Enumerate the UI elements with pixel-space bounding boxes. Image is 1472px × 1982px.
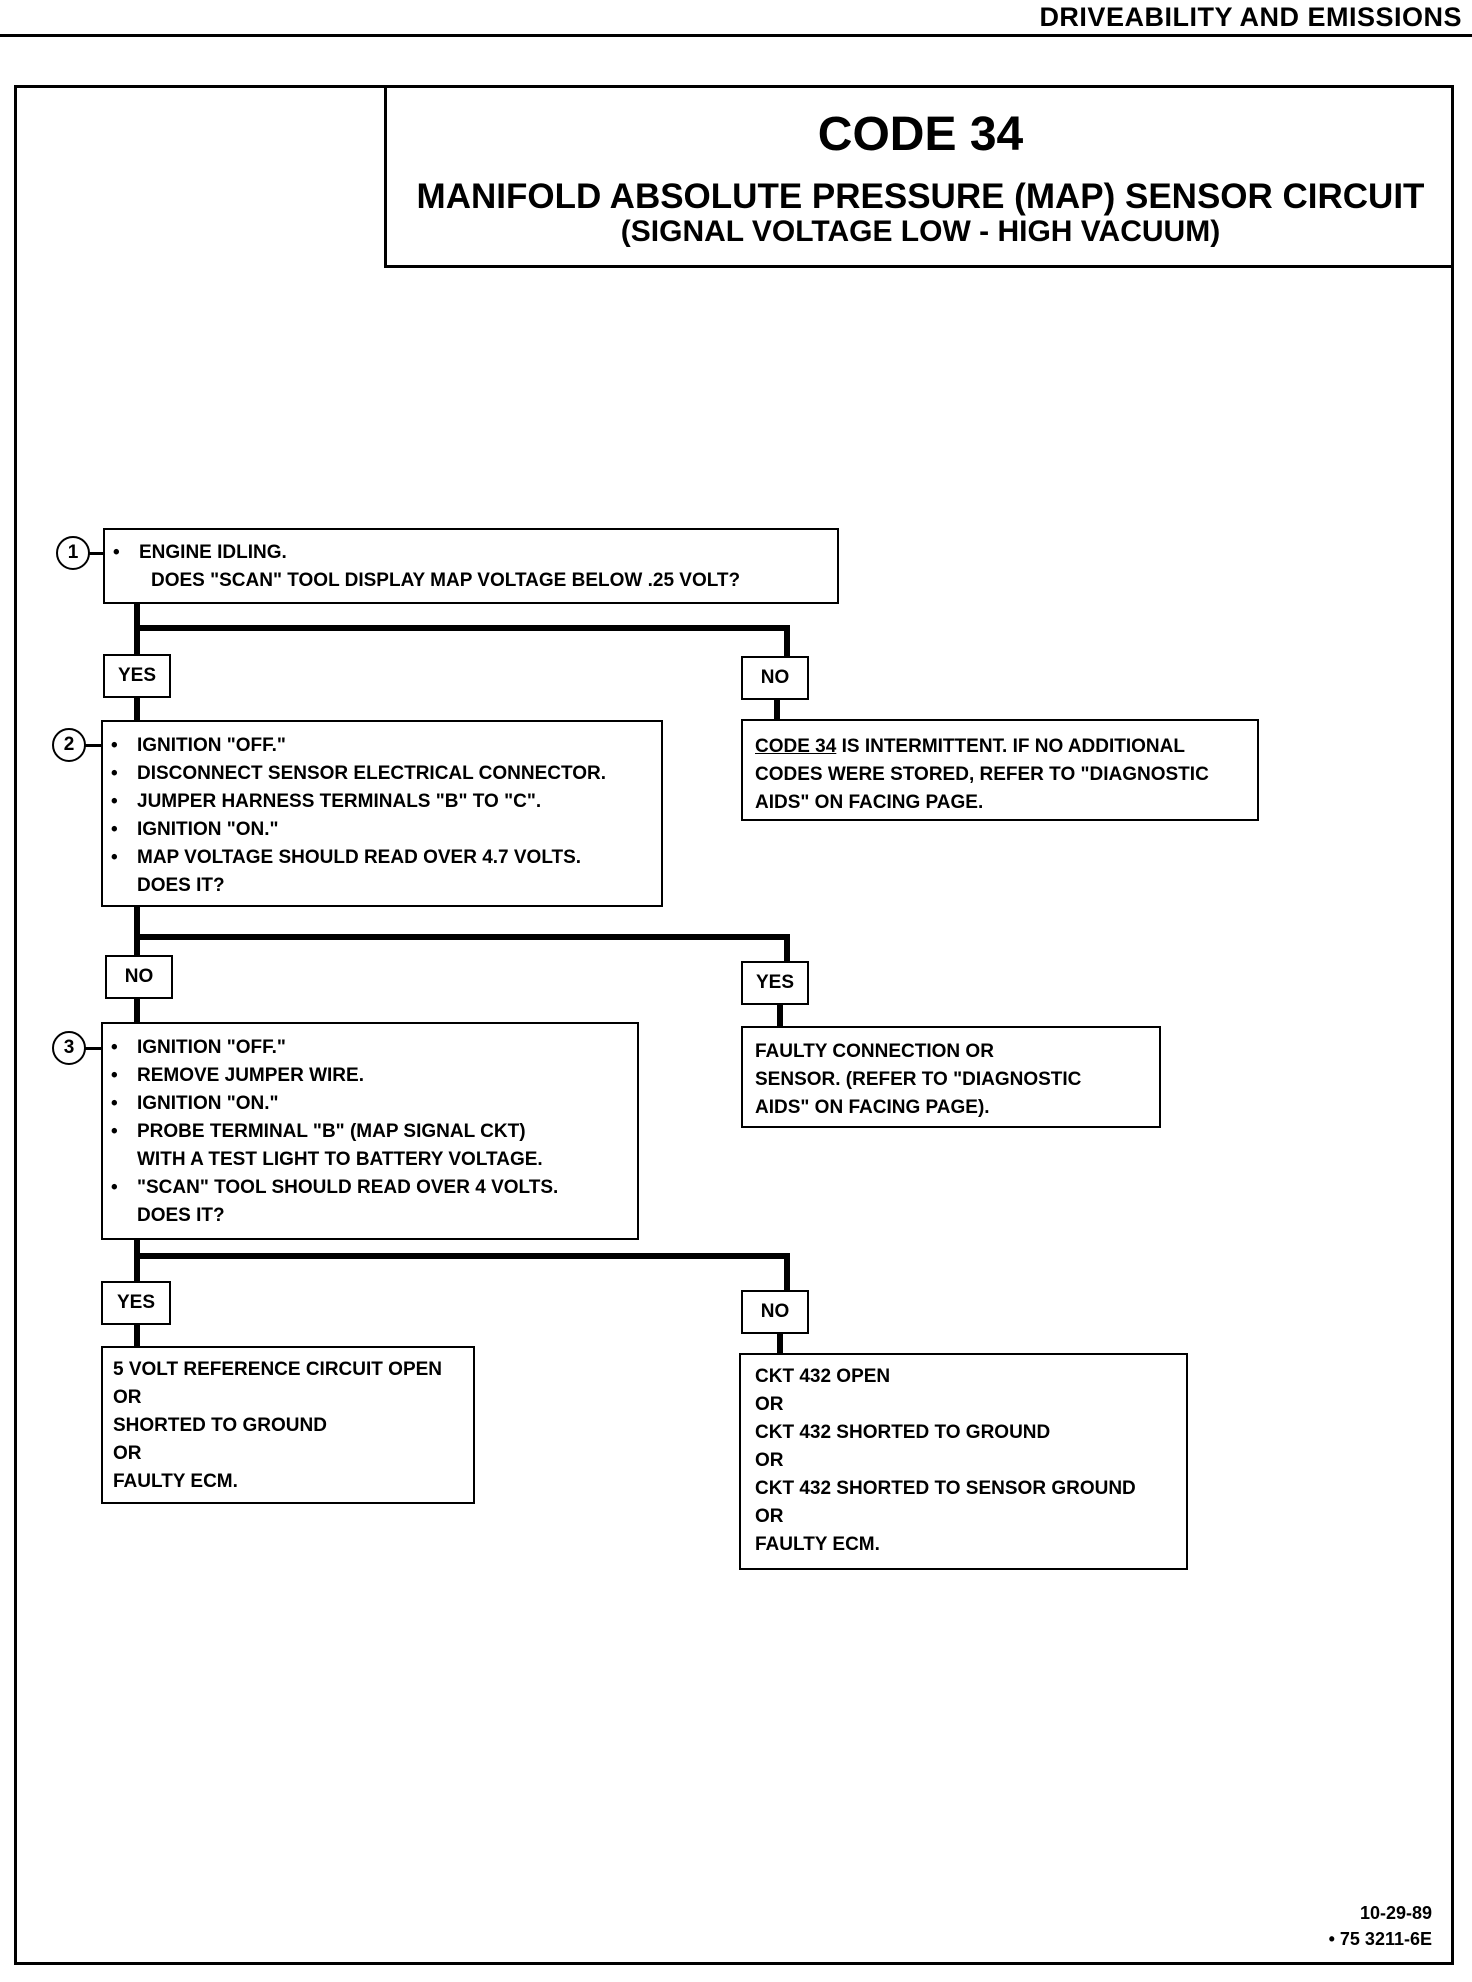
result-line: SHORTED TO GROUND xyxy=(113,1415,327,1436)
step-3-list: "SCAN" TOOL SHOULD READ OVER 4 VOLTS. xyxy=(103,1174,637,1202)
code-title: CODE 34 xyxy=(817,108,1024,161)
footer-date: 10-29-89 xyxy=(1359,1903,1432,1923)
branch-no-label: NO xyxy=(105,955,173,999)
result-line: SENSOR. (REFER TO "DIAGNOSTIC xyxy=(755,1069,1082,1090)
branch-yes-label: YES xyxy=(741,961,809,1005)
step-1-list: ENGINE IDLING. xyxy=(105,539,837,567)
step-3-item: IGNITION "OFF." xyxy=(103,1034,637,1062)
connector-line xyxy=(85,744,102,747)
header-rule xyxy=(0,34,1472,37)
title-block: CODE 34 MANIFOLD ABSOLUTE PRESSURE (MAP)… xyxy=(384,85,1454,268)
result-line: FAULTY ECM. xyxy=(755,1534,880,1555)
connector-line xyxy=(784,625,790,658)
result-line: FAULTY CONNECTION OR xyxy=(755,1041,994,1062)
step-2-list: IGNITION "OFF." DISCONNECT SENSOR ELECTR… xyxy=(103,732,661,872)
result-line: OR xyxy=(755,1394,784,1415)
result-line: AIDS" ON FACING PAGE. xyxy=(755,792,984,813)
result-line: OR xyxy=(755,1450,784,1471)
step-3-question: DOES IT? xyxy=(137,1205,225,1226)
step-3-list: IGNITION "OFF." REMOVE JUMPER WIRE. IGNI… xyxy=(103,1034,637,1146)
step-1-box: ENGINE IDLING. DOES "SCAN" TOOL DISPLAY … xyxy=(103,528,839,604)
connector-line xyxy=(134,625,790,631)
result-faulty-connection-box: FAULTY CONNECTION OR SENSOR. (REFER TO "… xyxy=(741,1026,1161,1128)
result-line: CKT 432 SHORTED TO SENSOR GROUND xyxy=(755,1478,1136,1499)
connector-line xyxy=(774,699,780,721)
connector-line xyxy=(134,1324,140,1348)
connector-line xyxy=(134,998,140,1024)
step-2-item: JUMPER HARNESS TERMINALS "B" TO "C". xyxy=(103,788,661,816)
connector-line xyxy=(134,1239,140,1282)
circuit-title: MANIFOLD ABSOLUTE PRESSURE (MAP) SENSOR … xyxy=(416,177,1425,216)
step-3-item: REMOVE JUMPER WIRE. xyxy=(103,1062,637,1090)
step-2-item: DISCONNECT SENSOR ELECTRICAL CONNECTOR. xyxy=(103,760,661,788)
result-line: OR xyxy=(113,1387,142,1408)
result-line: AIDS" ON FACING PAGE). xyxy=(755,1097,990,1118)
result-text: IS INTERMITTENT. IF NO ADDITIONAL xyxy=(836,736,1185,757)
branch-no-label: NO xyxy=(741,656,809,700)
connector-line xyxy=(134,906,140,957)
step-2-item: IGNITION "OFF." xyxy=(103,732,661,760)
result-line: CODE 34 IS INTERMITTENT. IF NO ADDITIONA… xyxy=(755,733,1245,761)
section-title: DRIVEABILITY AND EMISSIONS xyxy=(1039,2,1462,32)
step-2-item: IGNITION "ON." xyxy=(103,816,661,844)
step-1-marker: 1 xyxy=(56,536,90,570)
result-line: OR xyxy=(755,1506,784,1527)
footer-figure-id: • 75 3211-6E xyxy=(1328,1929,1432,1949)
connector-line xyxy=(134,1253,790,1259)
connector-line xyxy=(777,1004,783,1028)
branch-yes-label: YES xyxy=(103,654,171,698)
code-reference: CODE 34 xyxy=(755,736,837,757)
step-3-box: IGNITION "OFF." REMOVE JUMPER WIRE. IGNI… xyxy=(101,1022,639,1240)
result-ckt432-box: CKT 432 OPEN OR CKT 432 SHORTED TO GROUN… xyxy=(739,1353,1188,1570)
result-line: CKT 432 OPEN xyxy=(755,1366,891,1387)
connector-line xyxy=(784,934,790,963)
step-2-box: IGNITION "OFF." DISCONNECT SENSOR ELECTR… xyxy=(101,720,663,907)
step-3-continuation: WITH A TEST LIGHT TO BATTERY VOLTAGE. xyxy=(137,1149,543,1170)
step-1-item: ENGINE IDLING. xyxy=(105,539,837,567)
page-frame xyxy=(14,85,1454,1965)
footer: 10-29-89 • 75 3211-6E xyxy=(1329,1900,1432,1952)
connector-line xyxy=(89,552,104,555)
connector-line xyxy=(777,1333,783,1355)
step-3-item: IGNITION "ON." xyxy=(103,1090,637,1118)
step-3-item: PROBE TERMINAL "B" (MAP SIGNAL CKT) xyxy=(103,1118,637,1146)
result-line: 5 VOLT REFERENCE CIRCUIT OPEN xyxy=(113,1359,443,1380)
step-3-marker: 3 xyxy=(52,1031,86,1065)
connector-line xyxy=(85,1047,102,1050)
step-3-item: "SCAN" TOOL SHOULD READ OVER 4 VOLTS. xyxy=(103,1174,637,1202)
result-reference-open-box: 5 VOLT REFERENCE CIRCUIT OPEN OR SHORTED… xyxy=(101,1346,475,1504)
connector-line xyxy=(784,1253,790,1293)
result-line: CODES WERE STORED, REFER TO "DIAGNOSTIC xyxy=(755,764,1209,785)
result-line: FAULTY ECM. xyxy=(113,1471,238,1492)
connector-line xyxy=(134,697,140,721)
branch-yes-label: YES xyxy=(101,1281,171,1325)
step-2-item: MAP VOLTAGE SHOULD READ OVER 4.7 VOLTS. xyxy=(103,844,661,872)
branch-no-label: NO xyxy=(741,1290,809,1334)
step-2-question: DOES IT? xyxy=(137,875,225,896)
step-2-marker: 2 xyxy=(52,728,86,762)
circuit-subtitle: (SIGNAL VOLTAGE LOW - HIGH VACUUM) xyxy=(620,215,1221,248)
step-1-question: DOES "SCAN" TOOL DISPLAY MAP VOLTAGE BEL… xyxy=(151,570,741,591)
result-line: CKT 432 SHORTED TO GROUND xyxy=(755,1422,1051,1443)
result-intermittent-box: CODE 34 IS INTERMITTENT. IF NO ADDITIONA… xyxy=(741,719,1259,821)
result-line: OR xyxy=(113,1443,142,1464)
connector-line xyxy=(134,934,790,940)
